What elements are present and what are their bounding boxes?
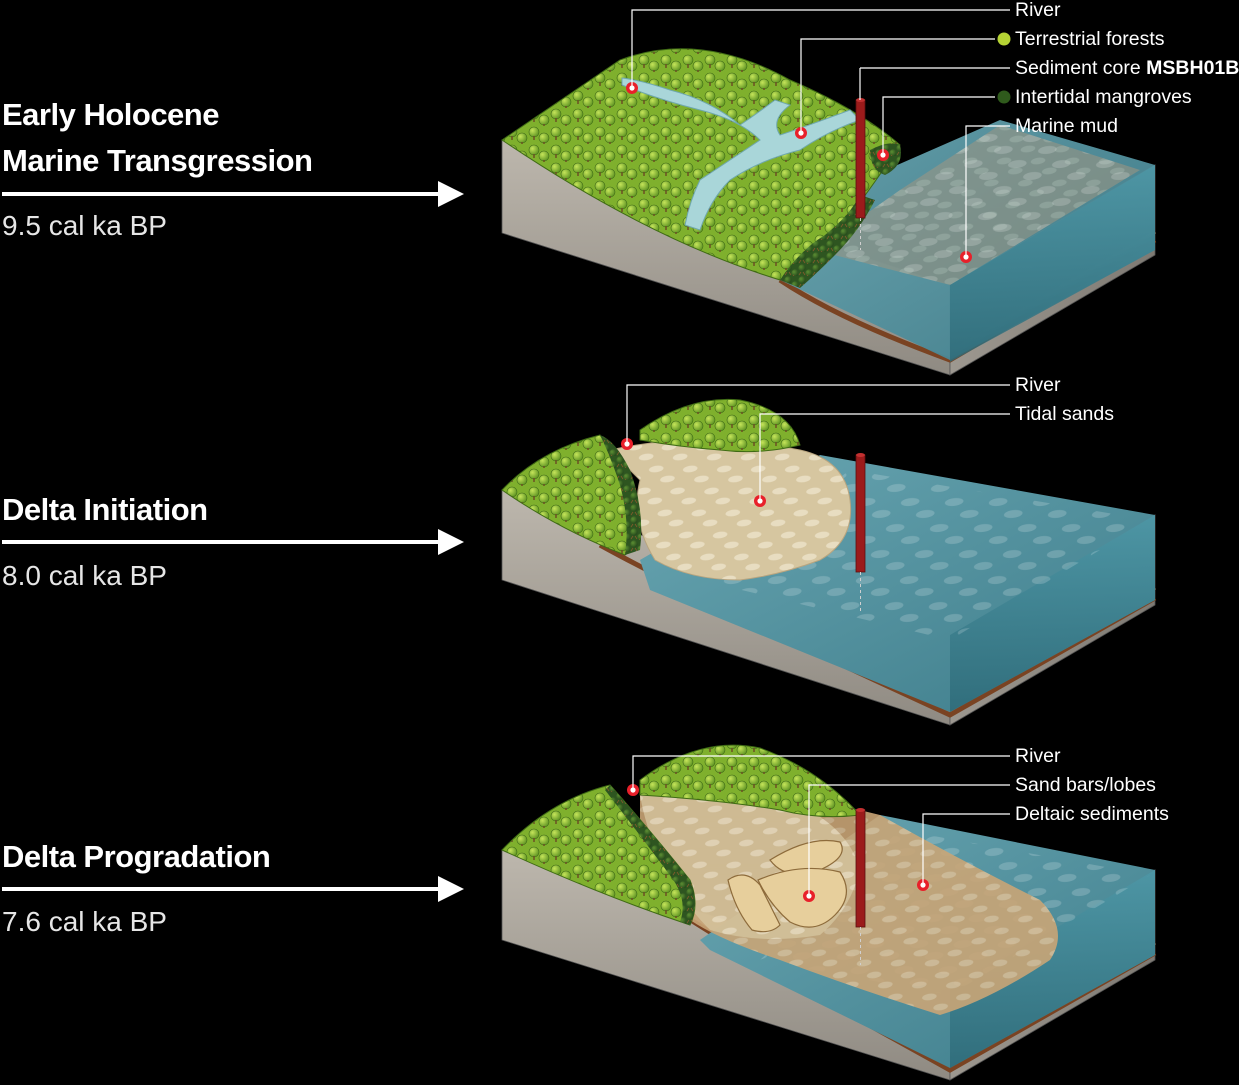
stage3-date: 7.6 cal ka BP bbox=[2, 906, 167, 937]
label-core-id: MSBH01B bbox=[1146, 57, 1239, 79]
stage3-title: Delta Progradation bbox=[2, 839, 271, 874]
stage2-date: 8.0 cal ka BP bbox=[2, 560, 167, 591]
block-delta-progradation bbox=[501, 744, 1157, 1081]
block1-mangroves bbox=[780, 195, 875, 288]
block-delta-initiation bbox=[501, 384, 1157, 726]
label-river-1: River bbox=[1015, 0, 1061, 21]
stage2-arrow bbox=[2, 529, 464, 555]
legend-dot-forest bbox=[997, 32, 1011, 46]
block2-core bbox=[855, 454, 866, 573]
stage1-title-line1: Early Holocene bbox=[2, 97, 219, 132]
block3-sand-bar-3 bbox=[727, 874, 781, 933]
stage3-arrow bbox=[2, 876, 464, 902]
stage1-arrow bbox=[2, 181, 464, 207]
block1-core bbox=[855, 99, 866, 219]
label-deltaic-sediments: Deltaic sediments bbox=[1015, 803, 1169, 825]
label-marine-mud: Marine mud bbox=[1015, 115, 1118, 137]
label-sand-bars: Sand bars/lobes bbox=[1015, 774, 1156, 796]
block2-forest-hill bbox=[639, 398, 801, 453]
block3-core bbox=[855, 809, 866, 928]
label-terrestrial-forests: Terrestrial forests bbox=[1015, 28, 1165, 50]
stage1-date: 9.5 cal ka BP bbox=[2, 210, 167, 241]
label-tidal-sands: Tidal sands bbox=[1015, 403, 1114, 425]
label-sediment-core: Sediment core MSBH01B bbox=[1015, 57, 1239, 79]
label-river-2: River bbox=[1015, 374, 1061, 396]
block-early-holocene bbox=[501, 9, 1157, 376]
block1-river bbox=[621, 77, 861, 231]
block3-sand-bar-2 bbox=[757, 867, 847, 928]
label-intertidal-mangroves: Intertidal mangroves bbox=[1015, 86, 1192, 108]
legend-dot-mangrove bbox=[997, 90, 1011, 104]
stage1-title-line2: Marine Transgression bbox=[2, 143, 313, 178]
stage2-title: Delta Initiation bbox=[2, 492, 208, 527]
label-river-3: River bbox=[1015, 745, 1061, 767]
